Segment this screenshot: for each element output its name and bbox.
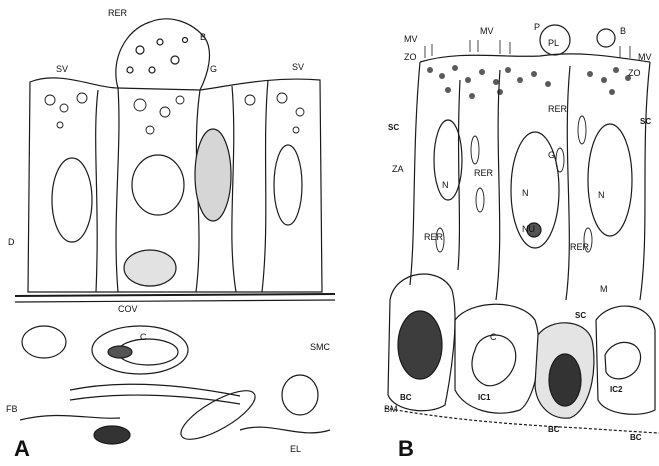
label-b-pl: PL xyxy=(548,38,559,48)
label-b-rer-4: RER xyxy=(570,242,590,252)
nucleus-a3 xyxy=(195,129,231,221)
label-a-sv-right: SV xyxy=(292,62,304,72)
label-b-n-3: N xyxy=(598,190,605,200)
label-a-b: B xyxy=(200,32,206,42)
basal-nucleus-left xyxy=(398,311,442,379)
label-b-za: ZA xyxy=(392,164,404,174)
panel-a-letter: A xyxy=(14,436,30,461)
label-a-rer: RER xyxy=(108,8,128,18)
label-a-smc: SMC xyxy=(310,342,331,352)
label-b-nu: NU xyxy=(522,224,535,234)
label-b-n-1: N xyxy=(442,180,449,190)
label-b-rer-2: RER xyxy=(474,168,494,178)
label-b-zo-left: ZO xyxy=(404,52,417,62)
label-b-sc-mid: SC xyxy=(575,311,586,320)
label-b-ic1: IC1 xyxy=(478,393,491,402)
label-b-m-1: M xyxy=(600,284,608,294)
label-a-g: G xyxy=(210,64,217,74)
label-a-fb: FB xyxy=(6,404,18,414)
label-b-zo-right: ZO xyxy=(628,68,641,78)
label-b-bc-1: BC xyxy=(400,393,412,402)
label-b-ic2: IC2 xyxy=(610,385,623,394)
label-b-b: B xyxy=(620,26,626,36)
label-b-sc-left: SC xyxy=(388,123,399,132)
label-a-d: D xyxy=(8,237,15,247)
label-b-bc-2: BC xyxy=(548,425,560,434)
label-b-rer-3: RER xyxy=(424,232,444,242)
nucleus-a5 xyxy=(124,250,176,286)
label-b-mv-mid: MV xyxy=(480,26,494,36)
label-b-p: P xyxy=(534,22,540,32)
panel-b-letter: B xyxy=(398,436,414,461)
label-a-cov: COV xyxy=(118,304,138,314)
basal-nucleus-mid xyxy=(549,354,581,406)
label-b-n-2: N xyxy=(522,188,529,198)
label-b-mv-right: MV xyxy=(638,52,652,62)
label-b-g: G xyxy=(548,150,555,160)
label-b-c: C xyxy=(490,332,497,342)
label-a-el: EL xyxy=(290,444,301,454)
dark-nucleus xyxy=(94,426,130,444)
label-b-mv-left: MV xyxy=(404,34,418,44)
label-a-c: C xyxy=(140,332,147,342)
label-a-sv-left: SV xyxy=(56,64,68,74)
label-b-bc-3: BC xyxy=(630,433,642,442)
label-b-sc-right: SC xyxy=(640,117,651,126)
label-b-rer-1: RER xyxy=(548,104,568,114)
label-b-bm: BM xyxy=(384,404,398,414)
